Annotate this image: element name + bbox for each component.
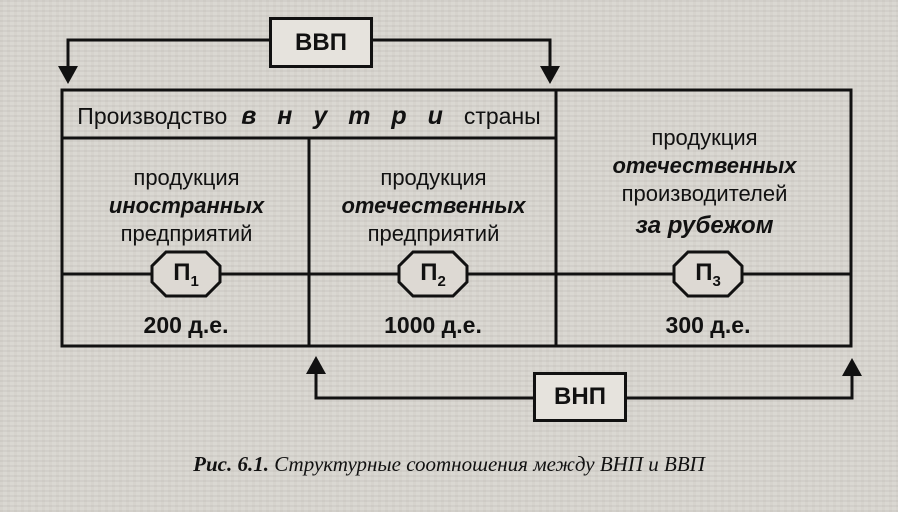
inside-suffix: страны: [463, 102, 541, 129]
value-p1: 200 д.е.: [143, 312, 229, 338]
cell-3-line1: продукция: [651, 125, 758, 150]
cell-1-line3: предприятий: [120, 221, 253, 246]
cell-3-line3: производителей: [621, 181, 788, 206]
inside-emphasis: в н у т р и: [241, 101, 450, 130]
badge-p2: П2: [397, 250, 469, 298]
badge-p1-letter: П: [173, 258, 191, 286]
vnp-bracket-left: [314, 370, 533, 400]
badge-p3-letter: П: [695, 258, 713, 286]
badge-p3: П3: [672, 250, 744, 298]
badge-p3-index: 3: [712, 272, 721, 290]
value-p2: 1000 д.е.: [384, 312, 482, 338]
vnp-arrow-left: [306, 356, 326, 374]
table-frame: [60, 88, 853, 348]
cell-1-line1: продукция: [133, 165, 240, 190]
caption-label: Рис. 6.1.: [193, 452, 269, 476]
cell-abroad: продукция отечественных производителей з…: [558, 124, 851, 240]
vvp-arrow-left: [58, 66, 78, 84]
vvp-label-text: ВВП: [295, 28, 347, 56]
vnp-label: ВНП: [533, 372, 627, 422]
octagon-icon: [150, 250, 222, 298]
inside-prefix: Производство: [77, 102, 228, 129]
cell-2-line3: предприятий: [367, 221, 500, 246]
badge-p1-index: 1: [190, 272, 199, 290]
vnp-bracket-right: [621, 372, 854, 400]
cell-2-emphasis: отечественных: [341, 193, 526, 218]
vvp-bracket-right: [367, 38, 552, 72]
cell-foreign: продукция иностранных предприятий: [64, 164, 309, 248]
vvp-label: ВВП: [269, 17, 373, 68]
cell-3-emphasis-2: за рубежом: [635, 212, 774, 239]
cell-1-emphasis: иностранных: [108, 193, 265, 218]
value-p3: 300 д.е.: [665, 312, 751, 338]
vvp-arrow-right: [540, 66, 560, 84]
badge-p2-index: 2: [437, 272, 446, 290]
octagon-icon: [397, 250, 469, 298]
figure-caption: Рис. 6.1. Структурные соотношения между …: [0, 452, 898, 477]
cell-2-line1: продукция: [380, 165, 487, 190]
octagon-icon: [672, 250, 744, 298]
badge-p1: П1: [150, 250, 222, 298]
vnp-label-text: ВНП: [554, 383, 606, 410]
badge-p2-letter: П: [420, 258, 438, 286]
vvp-bracket: [66, 38, 269, 72]
caption-text: Структурные соотношения между ВНП и ВВП: [274, 452, 705, 476]
inside-header: Производство в н у т р и страны: [64, 96, 554, 136]
vnp-arrow-right: [842, 358, 862, 376]
cell-3-emphasis: отечественных: [612, 153, 797, 178]
cell-domestic: продукция отечественных предприятий: [311, 164, 556, 248]
